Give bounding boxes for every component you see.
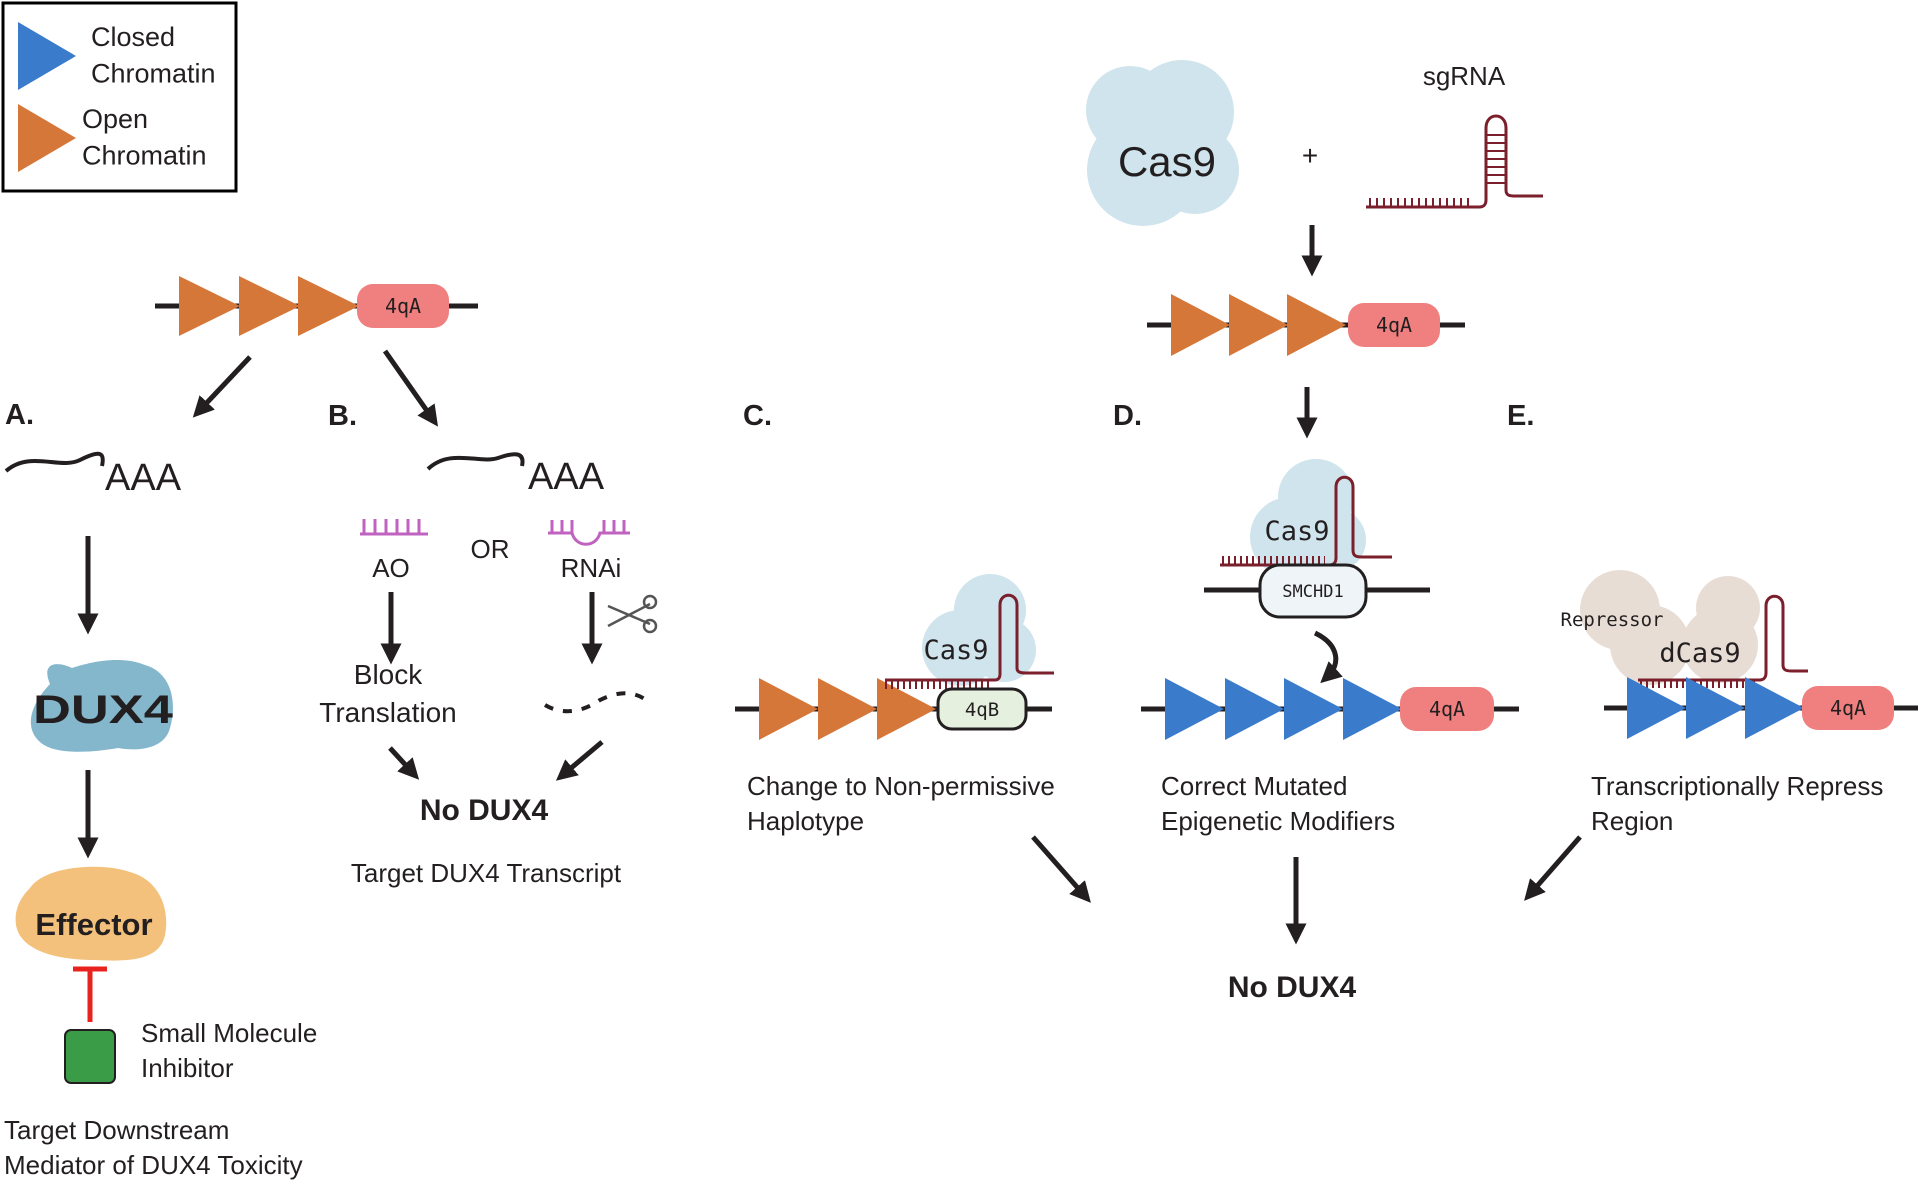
region-4qb: 4qB xyxy=(965,699,999,721)
cas9-label: Cas9 xyxy=(1118,138,1216,185)
effector-label: Effector xyxy=(35,907,152,942)
panel-b-letter: B. xyxy=(328,400,357,432)
mrna-strand-b xyxy=(426,452,525,471)
panel-e-letter: E. xyxy=(1507,400,1534,432)
curved-arrow-d xyxy=(1313,630,1343,684)
effector-shape xyxy=(15,866,167,961)
panel-d-letter: D. xyxy=(1113,400,1142,432)
cas9-complex-c xyxy=(885,574,1054,689)
locus-top-left: 4qA xyxy=(155,276,478,336)
cas9-complex-d xyxy=(1220,459,1392,577)
arrow-to-a xyxy=(192,355,252,418)
locus-region-label: 4qA xyxy=(385,294,421,318)
repressor-label: Repressor xyxy=(1561,609,1664,631)
crispr-locus-region: 4qA xyxy=(1376,313,1412,337)
dcas9-complex-e xyxy=(1580,570,1808,688)
sgrna-label: sgRNA xyxy=(1423,61,1506,91)
dux4-label: DUX4 xyxy=(33,688,174,732)
scissors-icon xyxy=(607,594,658,634)
open-chromatin-icon xyxy=(18,104,76,172)
dux4-protein xyxy=(30,659,173,752)
ao-label: AO xyxy=(372,553,410,583)
rnai-label: RNAi xyxy=(561,553,622,583)
dcas9-label: dCas9 xyxy=(1659,638,1740,669)
smchd1-label: SMCHD1 xyxy=(1282,582,1343,602)
rnai-icon xyxy=(548,520,630,546)
panel-e: E. Repressor dCas9 4qA Transcriptionally… xyxy=(1507,400,1918,836)
sgrna-icon xyxy=(1366,114,1543,209)
region-4qa-e: 4qA xyxy=(1830,696,1866,720)
panel-b-caption: Target DUX4 Transcript xyxy=(351,858,622,888)
or-label: OR xyxy=(471,534,510,564)
closed-chromatin-icon xyxy=(18,22,76,90)
panel-c-letter: C. xyxy=(743,400,772,432)
polya-tail: AAA xyxy=(105,457,182,499)
mrna-strand xyxy=(4,451,105,473)
locus-crispr-target: 4qA xyxy=(1147,294,1465,356)
inhibitor-box xyxy=(64,1029,116,1084)
final-result: No DUX4 xyxy=(1228,971,1357,1004)
panel-a-letter: A. xyxy=(5,399,34,431)
cleaved-mrna xyxy=(543,691,648,714)
plus-sign: + xyxy=(1302,140,1318,171)
region-4qa-d: 4qA xyxy=(1429,697,1465,721)
cas9-protein-icon xyxy=(1086,60,1239,226)
polya-tail-b: AAA xyxy=(528,456,605,498)
ao-oligo-icon xyxy=(360,519,428,536)
panel-b-result: No DUX4 xyxy=(420,794,549,827)
arrow-to-b xyxy=(382,349,439,427)
cas9-label-c: Cas9 xyxy=(923,635,988,666)
crispr-components: Cas9 + sgRNA xyxy=(1086,60,1543,226)
cas9-label-d: Cas9 xyxy=(1264,516,1329,547)
